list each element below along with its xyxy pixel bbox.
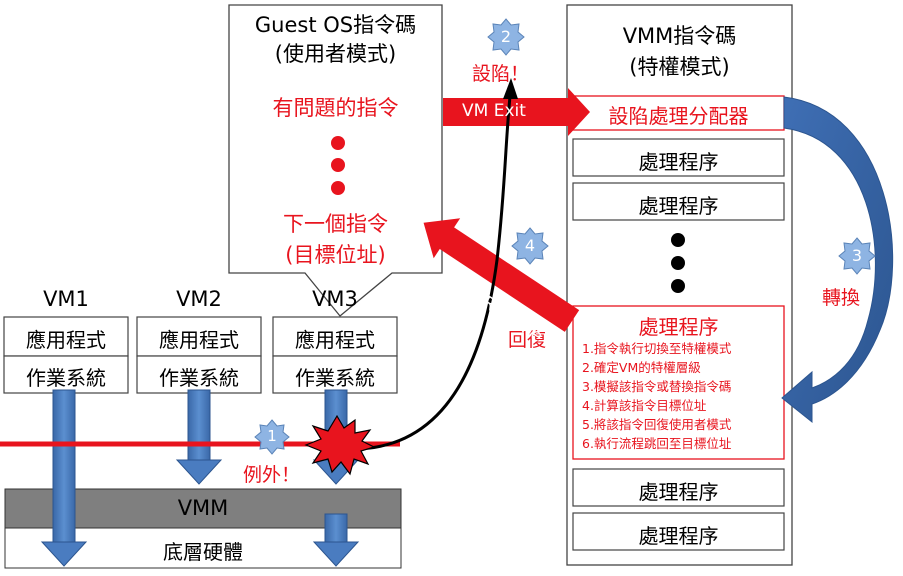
trap-curve-head [503, 78, 518, 99]
step-1-number: 1 [267, 427, 277, 445]
step-3-badge [838, 237, 876, 275]
step-3-label: 轉換 [822, 287, 861, 309]
step-4-badge [511, 227, 549, 265]
vmm-title-line2: (特權模式) [629, 55, 730, 79]
vm1-os: 作業系統 [26, 366, 106, 390]
vm1-name: VM1 [43, 287, 89, 311]
dot-1 [331, 136, 345, 150]
handler-step: 1.指令執行切換至特權模式 [582, 341, 732, 356]
vm2-name: VM2 [176, 287, 222, 311]
dot-3 [331, 181, 345, 195]
problem-instruction: 有問題的指令 [272, 96, 399, 120]
vm2-os-box [136, 355, 262, 394]
handler-label-2: 處理程序 [638, 194, 719, 218]
vm3-app: 應用程式 [295, 328, 375, 352]
step-3-number: 3 [851, 246, 863, 265]
step-4-label: 回復 [508, 329, 547, 351]
vm-exit-arrow [443, 88, 590, 136]
active-handler-box [572, 305, 785, 460]
vm1-app: 應用程式 [26, 328, 106, 352]
step-1-label: 例外！ [243, 464, 301, 486]
active-handler-title: 處理程序 [638, 315, 719, 339]
vm1-down-arrow [40, 389, 88, 567]
handler-step: 2.確定VM的特權層級 [582, 360, 701, 375]
vm3-os: 作業系統 [295, 366, 375, 390]
vmm-dot-3 [671, 279, 685, 293]
vmm-dot-2 [671, 256, 685, 270]
handler-label-4: 處理程序 [638, 524, 719, 548]
step-2-number: 2 [500, 27, 512, 46]
guest-title-line1: Guest OS指令碼 [254, 13, 417, 37]
trap-curve [354, 95, 512, 451]
next-instruction: 下一個指令 [283, 212, 388, 236]
handler-step: 4.計算該指令目標位址 [582, 398, 707, 413]
explosion-icon [304, 414, 376, 476]
handler-step: 5.將該指令回復使用者模式 [582, 417, 732, 432]
handler-box-3 [572, 468, 785, 507]
step-1-badge [254, 419, 290, 455]
handler-box-4 [572, 512, 785, 551]
vm3-os-box [272, 355, 398, 394]
dispatcher-label: 設陷處理分配器 [608, 104, 749, 128]
hardware-layer-label: 底層硬體 [163, 540, 243, 564]
convert-curve-arrow [781, 96, 894, 424]
handler-box-1 [572, 138, 785, 177]
vm3-down-arrow-2 [312, 513, 360, 567]
vm-exit-label: VM Exit [462, 101, 526, 121]
dot-2 [331, 158, 345, 172]
target-address: (目標位址) [285, 243, 386, 267]
handler-label-1: 處理程序 [638, 150, 719, 174]
guest-title-line2: (使用者模式) [274, 42, 397, 66]
vmm-title-line1: VMM指令碼 [622, 24, 737, 48]
vm3-name: VM3 [312, 287, 358, 311]
vm1-app-box [3, 316, 129, 357]
vm2-down-arrow [175, 389, 223, 485]
handler-step: 6.執行流程跳回至目標位址 [582, 436, 732, 451]
handler-box-2 [572, 182, 785, 221]
vm1-os-box [3, 355, 129, 394]
vmm-layer-label: VMM [177, 496, 229, 520]
step-4-number: 4 [524, 236, 536, 255]
vm-resume-arrow [423, 218, 580, 332]
active-handler-steps: 1.指令執行切換至特權模式 2.確定VM的特權層級 3.模擬該指令或替換指令碼 … [582, 339, 782, 453]
vm2-os: 作業系統 [159, 366, 239, 390]
step-2-label: 設陷！ [472, 63, 530, 85]
vm2-app: 應用程式 [159, 328, 239, 352]
step-2-badge [487, 18, 525, 56]
handler-label-3: 處理程序 [638, 480, 719, 504]
vmm-dot-1 [671, 233, 685, 247]
handler-step: 3.模擬該指令或替換指令碼 [582, 379, 732, 394]
